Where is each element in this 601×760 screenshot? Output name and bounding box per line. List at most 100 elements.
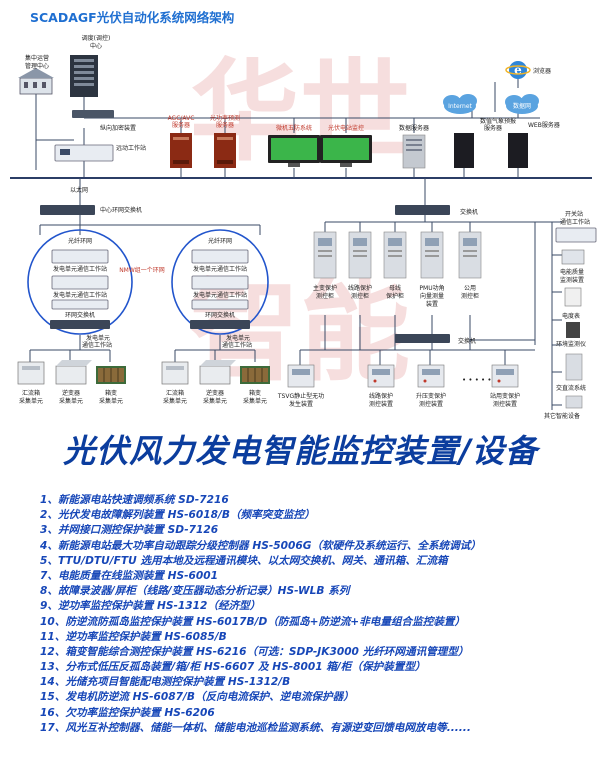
product-item: 7、电能质量在线监测装置 HS-6001 bbox=[40, 569, 218, 582]
dc-system-icon bbox=[565, 353, 583, 381]
product-item: 15、发电机防逆流 HS-6087/B（反向电流保护、逆电流保护器） bbox=[40, 691, 354, 704]
env-monitor-label: 环境监测仪 bbox=[556, 340, 586, 348]
product-item: 11、逆功率监控保护装置 HS-6085/B bbox=[40, 630, 227, 643]
svg-device-label-2: 发生装置 bbox=[289, 400, 313, 408]
data-network-label: 数据网 bbox=[513, 102, 531, 110]
forecast-label-1: 光功率预测 bbox=[210, 114, 240, 122]
gen-station-right-1-label: 发电单元通信工作站 bbox=[193, 265, 247, 273]
line-protection-cabinet-icon bbox=[348, 231, 372, 279]
line-protection-label-2: 测控装置 bbox=[369, 400, 393, 408]
weather-server-icon bbox=[454, 133, 474, 168]
ops-center-label-2: 管理中心 bbox=[25, 62, 49, 70]
switchyard-station-icon bbox=[555, 227, 597, 243]
product-item: 12、箱变智能综合测控保护装置 HS-6216（可选：SDP-JK3000 光纤… bbox=[40, 645, 469, 658]
ethernet-label: 以太网 bbox=[70, 186, 88, 194]
ops-center-label-1: 集中运营 bbox=[25, 54, 49, 62]
ops-center-building-icon bbox=[18, 68, 54, 95]
inverter-left-label-2: 采集单元 bbox=[59, 397, 83, 405]
encryption-device-icon bbox=[72, 110, 114, 118]
diagram-title: SCADAGF光伏自动化系统网络架构 bbox=[30, 10, 234, 25]
data-server-icon bbox=[402, 134, 426, 169]
line-protection-label-1: 线路保护 bbox=[369, 392, 393, 400]
ring-switch-left-label: 环网交换机 bbox=[65, 311, 95, 319]
telecontrol-label: 远动工作站 bbox=[116, 144, 146, 152]
power-quality-label-2: 监测装置 bbox=[560, 276, 584, 284]
gen-unit-right-label-2: 通信工作站 bbox=[222, 341, 252, 349]
combiner-box-left-icon bbox=[17, 361, 45, 385]
product-item: 17、风光互补控制器、储能一体机、储能电池巡检监测系统、有源逆变回馈电网放电等.… bbox=[40, 721, 471, 734]
bus-protection-cabinet-icon bbox=[383, 231, 407, 279]
data-network-cloud-icon bbox=[505, 94, 539, 114]
gen-station-left-1 bbox=[51, 249, 109, 264]
gen-station-left-2 bbox=[51, 275, 109, 290]
five-prevention-monitor-icon bbox=[268, 135, 320, 167]
ring-switch-right-icon bbox=[190, 320, 250, 329]
data-server-label: 数据服务器 bbox=[399, 124, 429, 132]
product-item: 10、防逆流防孤岛监控保护装置 HS-6017B/D（防孤岛+防逆流+非电量组合… bbox=[40, 615, 466, 628]
switch-bottom-icon bbox=[395, 334, 450, 343]
station-transformer-label-1: 站用变保护 bbox=[490, 392, 520, 400]
dispatch-label-1: 调度(调控) bbox=[82, 34, 111, 42]
pv-monitor-label: 光伏电站监控 bbox=[328, 124, 364, 132]
gen-station-right-1 bbox=[191, 249, 249, 264]
step-up-protection-device-icon bbox=[417, 364, 445, 388]
encryption-label: 纵向加密装置 bbox=[100, 124, 136, 132]
gen-station-right-2 bbox=[191, 275, 249, 290]
switch-top-label: 交换机 bbox=[460, 208, 478, 216]
ring-switch-right-label: 环网交换机 bbox=[205, 311, 235, 319]
power-quality-device-icon bbox=[561, 249, 585, 265]
internet-label: Internet bbox=[448, 103, 472, 110]
browser-icon: e bbox=[505, 61, 531, 79]
combiner-right-label-2: 采集单元 bbox=[163, 397, 187, 405]
inverter-right-label-2: 采集单元 bbox=[203, 397, 227, 405]
product-item: 3、并网接口测控保护装置 SD-7126 bbox=[40, 524, 219, 537]
dispatch-center-building-icon bbox=[70, 55, 98, 97]
cabinet-3-label-1: 母线 bbox=[389, 284, 401, 292]
station-transformer-label-2: 测控装置 bbox=[493, 400, 517, 408]
center-ring-switch-label: 中心环网交换机 bbox=[100, 206, 142, 214]
pv-monitor-screen-icon bbox=[320, 135, 372, 167]
inverter-left-label-1: 逆变器 bbox=[62, 389, 80, 397]
agc-label-2: 服务器 bbox=[172, 121, 190, 129]
combiner-box-right-icon bbox=[161, 361, 189, 385]
switch-bottom-label: 交换机 bbox=[458, 337, 476, 345]
gen-station-left-3 bbox=[51, 299, 109, 310]
main-transformer-cabinet-icon bbox=[313, 231, 337, 279]
gen-unit-left-label-2: 通信工作站 bbox=[82, 341, 112, 349]
cabinet-5-label-2: 测控柜 bbox=[461, 292, 479, 300]
center-ring-switch-icon bbox=[40, 205, 95, 215]
dispatch-label-2: 中心 bbox=[90, 42, 102, 50]
box-transformer-right-label-1: 箱变 bbox=[249, 389, 261, 397]
five-prevention-label: 微机五防系统 bbox=[276, 124, 312, 132]
product-item: 1、新能源电站快速调频系统 SD-7216 bbox=[40, 494, 229, 506]
station-transformer-device-icon bbox=[491, 364, 519, 388]
fiber-ring-right bbox=[171, 229, 269, 335]
ring-switch-left-icon bbox=[50, 320, 110, 329]
product-item: 5、TTU/DTU/FTU 选用本地及远程通讯模块、以太网交换机、网关、通讯箱、… bbox=[40, 554, 448, 567]
box-transformer-right-icon bbox=[240, 366, 270, 384]
power-quality-label-1: 电能质量 bbox=[560, 268, 584, 276]
dc-system-label: 交直流系统 bbox=[556, 384, 586, 392]
pmu-cabinet-icon bbox=[420, 231, 444, 279]
web-server-label: WEB服务器 bbox=[528, 121, 560, 129]
env-monitor-icon bbox=[566, 322, 580, 338]
cabinet-4-label-2: 向量测量 bbox=[420, 292, 444, 300]
step-up-label-1: 升压变保护 bbox=[416, 392, 446, 400]
device-ellipsis: • • • • • bbox=[462, 376, 492, 384]
product-item: 9、逆功率监控保护装置 HS-1312（经济型） bbox=[40, 600, 261, 613]
product-list: 1、新能源电站快速调频系统 SD-7216 2、光伏发电故障解列装置 HS-60… bbox=[40, 493, 596, 736]
network-architecture-diagram: 华世 智能 SCADAGF光伏自动化系统网络架构 bbox=[10, 10, 597, 420]
web-server-icon bbox=[508, 133, 528, 168]
browser-label: 浏览器 bbox=[533, 67, 551, 75]
line-protection-device-icon bbox=[367, 364, 395, 388]
svg-device-label-1: TSVG静止型无功 bbox=[277, 392, 324, 400]
weather-server-label-1: 数值气象预报 bbox=[480, 117, 516, 125]
box-transformer-left-label-1: 箱变 bbox=[105, 389, 117, 397]
svg-device-icon bbox=[287, 364, 315, 388]
cabinet-3-label-2: 保护柜 bbox=[386, 292, 404, 300]
cabinet-5-label-1: 公用 bbox=[464, 285, 476, 292]
other-devices-label: 其它智能设备 bbox=[544, 412, 580, 420]
combiner-left-label-2: 采集单元 bbox=[19, 397, 43, 405]
gen-station-left-2-label: 发电单元通信工作站 bbox=[53, 291, 107, 299]
switchyard-label-2: 通信工作站 bbox=[560, 218, 590, 226]
